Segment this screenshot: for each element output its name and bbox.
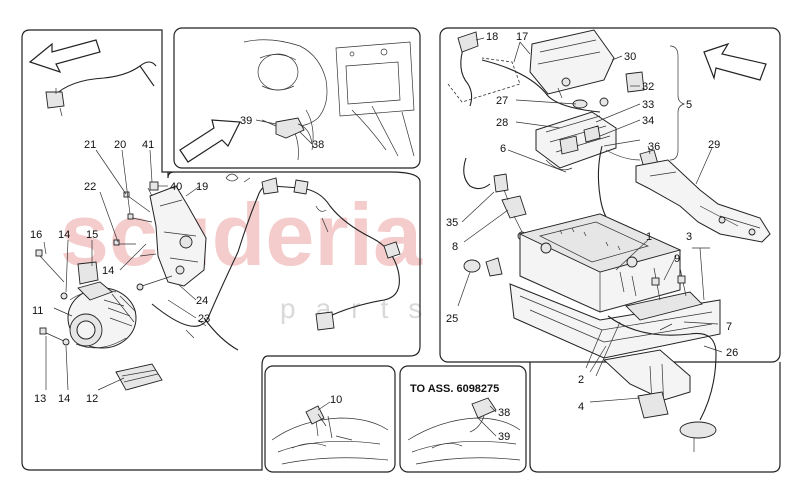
callout-7: 7 — [726, 321, 732, 333]
callout-3: 3 — [686, 231, 692, 243]
callout-12: 12 — [86, 393, 98, 405]
interior-view — [243, 39, 415, 161]
frame-bottom-inset-1 — [264, 365, 396, 473]
callout-26: 26 — [726, 347, 738, 359]
callout-30: 30 — [624, 51, 636, 63]
alternator-assembly — [67, 281, 137, 349]
callout-6: 6 — [500, 143, 506, 155]
callout-14a: 14 — [58, 229, 70, 241]
callout-36: 36 — [648, 141, 660, 153]
callout-34: 34 — [642, 115, 654, 127]
callout-18: 18 — [486, 31, 498, 43]
group-brace-5 — [669, 45, 686, 161]
callout-14b: 14 — [102, 265, 114, 277]
bracket-29 — [635, 159, 771, 243]
direction-arrow-inset — [179, 119, 241, 163]
callout-38b: 38 — [498, 407, 510, 419]
callout-29: 29 — [708, 139, 720, 151]
nut-40 — [149, 181, 159, 191]
callout-25: 25 — [446, 313, 458, 325]
battery-cable-18 — [460, 45, 473, 107]
callout-20: 20 — [114, 139, 126, 151]
vent-cap — [679, 421, 717, 439]
bracket-15 — [77, 261, 99, 285]
callout-24: 24 — [196, 295, 208, 307]
ground-cable-harness — [151, 185, 400, 327]
vent-tube-26 — [607, 315, 717, 421]
tray-support-4 — [602, 349, 691, 401]
callout-38a: 38 — [312, 139, 324, 151]
plug-25 — [463, 259, 481, 273]
callout-19: 19 — [196, 181, 208, 193]
callout-4: 4 — [578, 401, 584, 413]
rear-view-2 — [407, 417, 521, 465]
callout-labels: 1 2 3 4 5 6 7 8 9 10 11 12 13 14 14 14 1… — [30, 31, 738, 443]
callout-15: 15 — [86, 229, 98, 241]
sensor-32 — [625, 71, 645, 93]
leader-lines — [43, 37, 723, 437]
harness-topleft — [53, 61, 157, 97]
callout-32: 32 — [642, 81, 654, 93]
callout-41: 41 — [142, 139, 154, 151]
callout-2: 2 — [578, 374, 584, 386]
clamp-8 — [501, 195, 527, 219]
callout-9: 9 — [674, 253, 680, 265]
callout-23: 23 — [198, 313, 210, 325]
connector-topleft — [45, 91, 65, 109]
clamp-bracket-3 — [625, 291, 703, 321]
bolt-24 — [141, 275, 173, 287]
callout-39a: 39 — [240, 115, 252, 127]
callout-1: 1 — [646, 231, 652, 243]
watermark-main: scuderia — [60, 185, 423, 284]
sensor-39 — [275, 117, 305, 139]
callout-14c: 14 — [58, 393, 70, 405]
battery-1 — [518, 213, 682, 313]
cable-35 — [463, 157, 491, 190]
callout-39b: 39 — [498, 431, 510, 443]
callout-35: 35 — [446, 217, 458, 229]
sensor-38 — [471, 397, 497, 419]
washer-14c — [62, 338, 70, 346]
direction-arrow-right — [703, 42, 767, 81]
callout-5: 5 — [686, 99, 692, 111]
bolt-13 — [39, 327, 67, 343]
callout-17: 17 — [516, 31, 528, 43]
callout-22: 22 — [84, 181, 96, 193]
frame-right-lower — [529, 362, 781, 473]
callout-33: 33 — [642, 99, 654, 111]
reference-note: TO ASS. 6098275 — [410, 383, 499, 395]
rear-view-1 — [271, 415, 389, 465]
callout-11: 11 — [32, 305, 43, 317]
frame-left-panel — [21, 29, 421, 471]
callout-16: 16 — [30, 229, 42, 241]
callout-28: 28 — [496, 117, 508, 129]
washer-14a — [60, 292, 68, 300]
watermark-sub: parts — [280, 293, 442, 324]
callout-8: 8 — [452, 241, 458, 253]
callout-21: 21 — [84, 139, 96, 151]
battery-ecu-30 — [529, 29, 615, 95]
direction-arrow-topleft — [28, 39, 101, 74]
callout-40: 40 — [170, 181, 182, 193]
cable-6 — [597, 145, 611, 225]
frame-bottom-inset-2 — [399, 365, 527, 473]
sensor-10 — [305, 405, 325, 425]
callout-10: 10 — [330, 394, 342, 406]
bolt-16 — [35, 249, 65, 283]
callout-13: 13 — [34, 393, 46, 405]
drive-belt — [115, 363, 163, 391]
callout-27: 27 — [496, 95, 508, 107]
frame-top-inset — [173, 27, 421, 169]
